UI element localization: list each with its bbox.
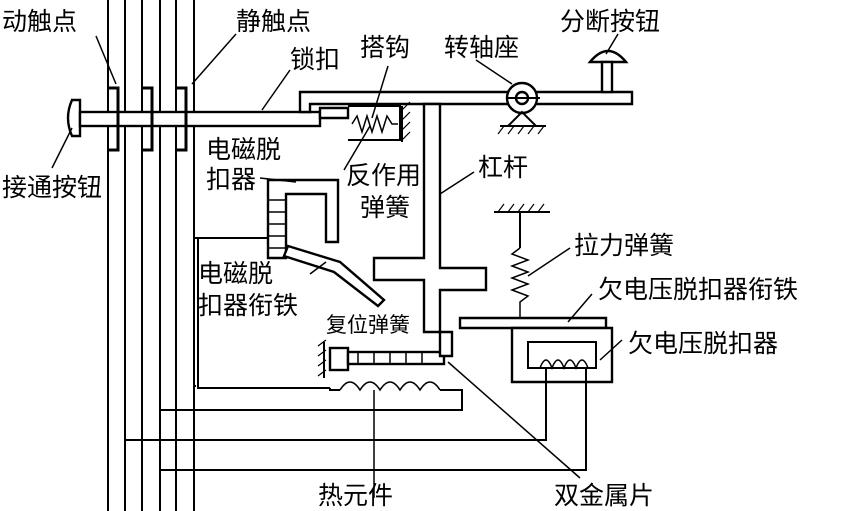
label-bimetal: 双金属片 bbox=[554, 481, 654, 510]
label-latch: 锁扣 bbox=[290, 45, 340, 74]
label-break-button: 分断按钮 bbox=[560, 7, 660, 36]
label-moving-contact: 动触点 bbox=[2, 7, 77, 36]
heater-element bbox=[160, 381, 463, 411]
label-em-release-line2: 扣器 bbox=[206, 165, 256, 194]
label-reaction-spring-line1: 反作用 bbox=[346, 161, 421, 190]
label-reaction-spring-line2: 弹簧 bbox=[360, 193, 410, 222]
label-close-button: 接通按钮 bbox=[2, 173, 102, 202]
contact-rod bbox=[66, 86, 322, 152]
label-uv-armature: 欠电压脱扣器衔铁 bbox=[598, 275, 798, 304]
label-lever: 杠杆 bbox=[478, 153, 528, 182]
reset-spring bbox=[317, 339, 446, 378]
label-em-armature-line1: 电磁脱 bbox=[198, 259, 273, 288]
bimetal-strip bbox=[438, 330, 454, 358]
leader-lines bbox=[51, 33, 623, 498]
label-hook: 搭钩 bbox=[360, 33, 410, 62]
pivot-seat bbox=[497, 81, 546, 135]
label-tension-spring: 拉力弹簧 bbox=[574, 231, 674, 260]
main-conductors bbox=[107, 0, 195, 511]
label-em-release-line1: 电磁脱 bbox=[206, 135, 281, 164]
label-pivot-seat: 转轴座 bbox=[444, 33, 519, 62]
label-heater: 热元件 bbox=[318, 481, 393, 510]
label-reset-spring: 复位弹簧 bbox=[326, 313, 410, 337]
hook-assembly bbox=[298, 90, 634, 142]
em-release bbox=[194, 178, 386, 389]
label-em-armature-line2: 扣器衔铁 bbox=[198, 291, 298, 320]
label-static-contact: 静触点 bbox=[236, 7, 311, 36]
tension-spring bbox=[494, 203, 550, 318]
break-button bbox=[587, 49, 629, 94]
labels: 动触点 静触点 锁扣 搭钩 转轴座 分断按钮 接通按钮 电磁脱 扣器 反作用 弹… bbox=[2, 7, 798, 510]
label-uv-release: 欠电压脱扣器 bbox=[628, 329, 778, 358]
undervoltage-release bbox=[125, 316, 614, 471]
